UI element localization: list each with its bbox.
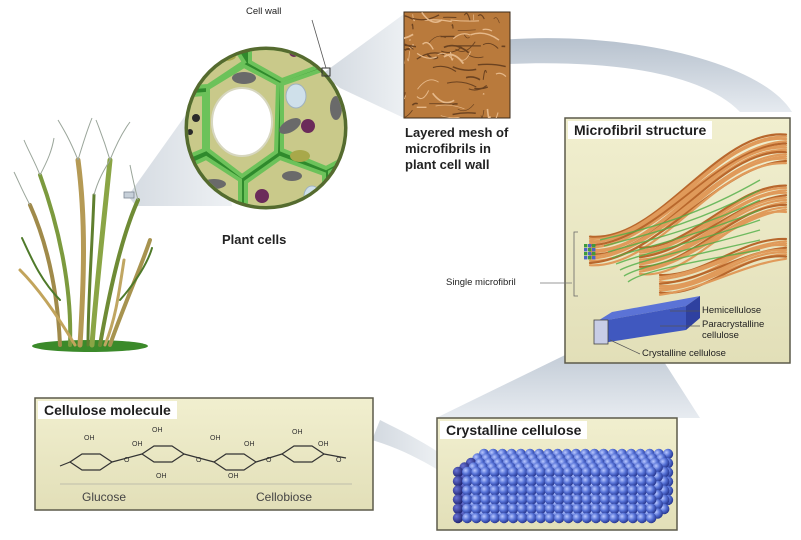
beam-cells-to-mesh: [322, 14, 404, 118]
layered-mesh-caption: Layered mesh of microfibrils in plant ce…: [405, 125, 509, 172]
plant-illustration: [13, 117, 153, 352]
glucose-label: Glucose: [82, 490, 127, 504]
svg-text:O: O: [196, 457, 202, 464]
microfibril-panel: [540, 117, 791, 364]
svg-text:OH: OH: [156, 473, 167, 480]
beam-mesh-to-microfibril: [500, 38, 792, 112]
paracrystalline-label: Paracrystalline cellulose: [702, 319, 765, 341]
crystalline-cellulose-label: Crystalline cellulose: [642, 348, 726, 359]
beam-molecule: [372, 420, 438, 470]
svg-text:OH: OH: [318, 441, 329, 448]
cellobiose-label: Cellobiose: [256, 490, 313, 504]
microfibril-structure-title: Microfibril structure: [568, 121, 713, 139]
crystalline-cellulose-title: Crystalline cellulose: [440, 421, 588, 439]
svg-text:OH: OH: [132, 441, 143, 448]
svg-text:O: O: [336, 457, 342, 464]
crystalline-core: [593, 296, 700, 345]
single-microfibril-label: Single microfibril: [446, 277, 516, 288]
svg-text:OH: OH: [210, 435, 221, 442]
svg-text:OH: OH: [292, 429, 303, 436]
micrograph-mesh: [403, 11, 511, 119]
svg-text:OH: OH: [84, 435, 95, 442]
plant-cells-label: Plant cells: [222, 232, 287, 247]
svg-text:OH: OH: [228, 473, 239, 480]
svg-text:OH: OH: [152, 427, 163, 434]
cell-wall-label: Cell wall: [246, 6, 282, 17]
svg-text:OH: OH: [244, 441, 255, 448]
svg-text:O: O: [266, 457, 272, 464]
cellulose-molecule-title: Cellulose molecule: [38, 401, 177, 419]
svg-text:O: O: [124, 457, 130, 464]
hemicellulose-label: Hemicellulose: [702, 305, 762, 316]
molecule-panel: OH OH OH OH OH OH OH OH OH O O O O: [34, 397, 374, 511]
